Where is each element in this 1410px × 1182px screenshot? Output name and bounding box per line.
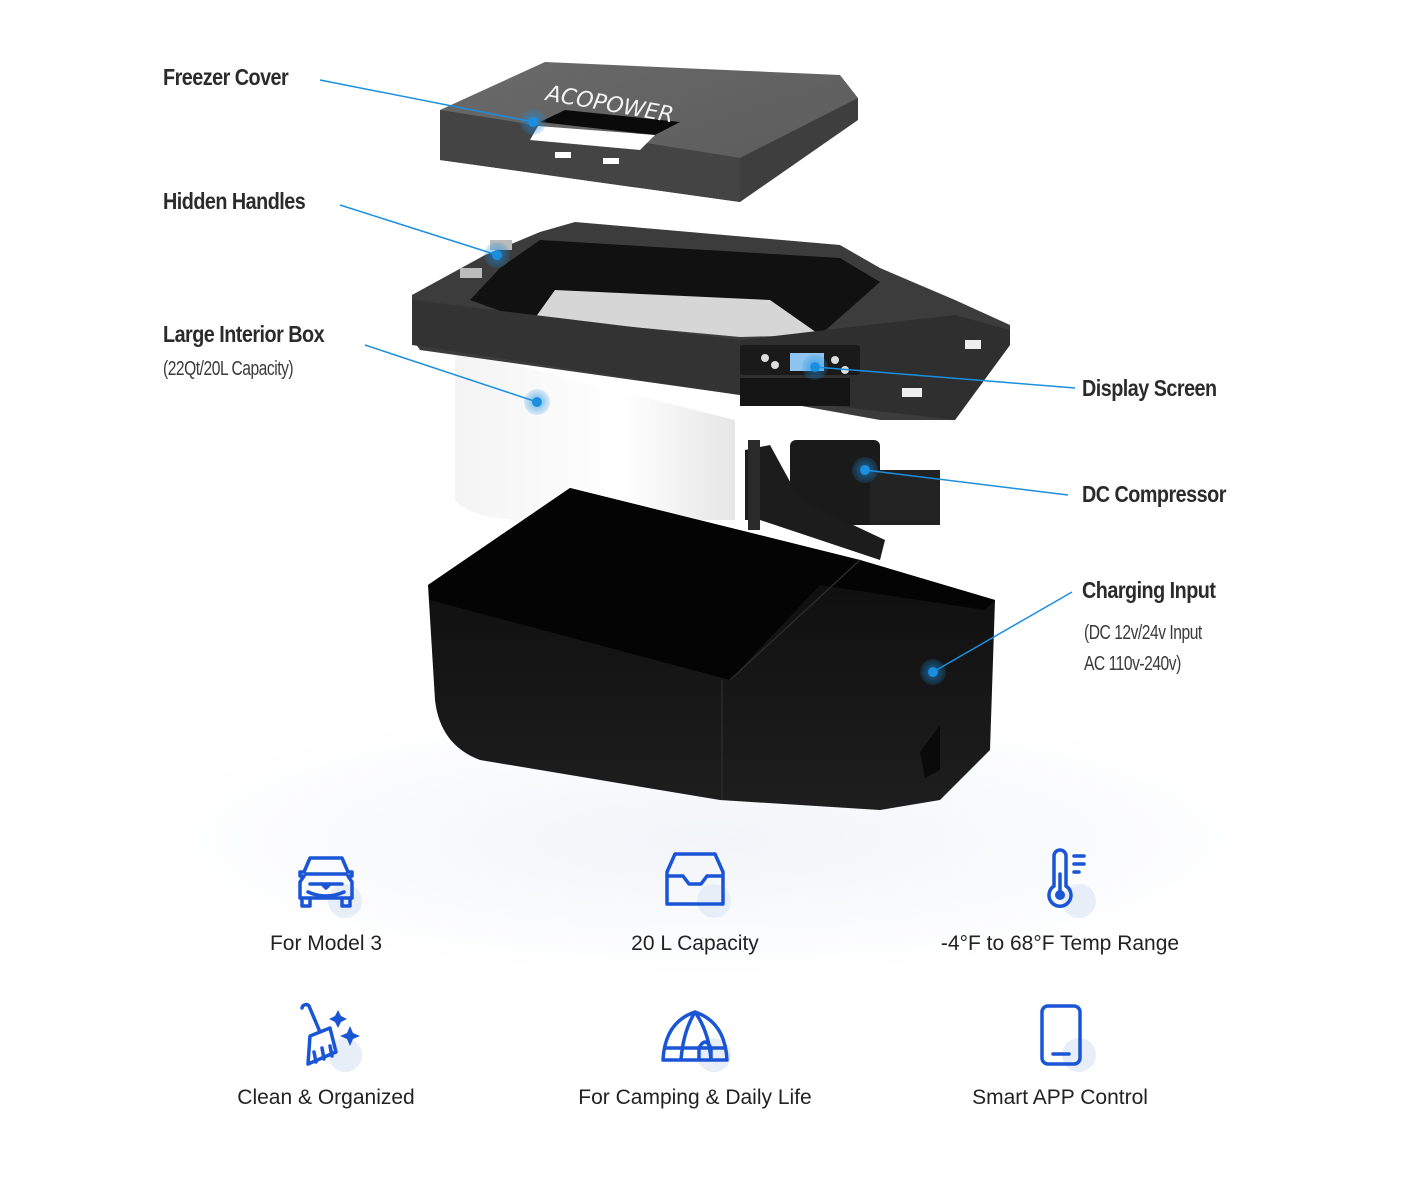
callout-dc-compressor: DC Compressor [1082, 481, 1226, 507]
thermometer-icon [1047, 848, 1086, 908]
feature-label: For Model 3 [269, 932, 383, 955]
tent-icon [661, 1010, 729, 1062]
feature-clean-organized: Clean & Organized [176, 1002, 476, 1110]
feature-smart-app: Smart APP Control [910, 1002, 1210, 1110]
feature-label: Smart APP Control [972, 1086, 1148, 1109]
tray-icon [665, 852, 725, 906]
outer-bin [428, 488, 995, 810]
freezer-cover-lid: ACOPOWER [440, 62, 858, 202]
callout-charging-input-dc: (DC 12v/24v Input [1084, 622, 1202, 644]
callout-lines [319, 79, 1076, 673]
callout-display-screen: Display Screen [1082, 375, 1217, 401]
callout-large-interior-box-capacity: (22Qt/20L Capacity) [163, 358, 294, 380]
callout-charging-input: Charging Input [1082, 577, 1216, 603]
feature-label: 20 L Capacity [631, 932, 759, 955]
feature-label: -4°F to 68°F Temp Range [940, 932, 1180, 955]
feature-temp-range: -4°F to 68°F Temp Range [910, 848, 1210, 956]
broom-sparkle-icon [300, 1002, 360, 1066]
feature-model-3: For Model 3 [176, 848, 476, 956]
smartphone-icon [1040, 1004, 1082, 1066]
callout-hidden-handles: Hidden Handles [163, 188, 306, 214]
callout-large-interior-box: Large Interior Box [163, 321, 325, 347]
feature-capacity: 20 L Capacity [545, 848, 845, 956]
feature-camping: For Camping & Daily Life [545, 1002, 845, 1110]
callout-charging-input-ac: AC 110v-240v) [1084, 653, 1181, 675]
car-icon [298, 856, 354, 908]
fridge-exploded-view: ACOPOWER [319, 62, 1076, 810]
feature-label: Clean & Organized [237, 1086, 415, 1109]
callout-freezer-cover: Freezer Cover [163, 64, 289, 90]
feature-label: For Camping & Daily Life [578, 1086, 812, 1109]
callout-dots [484, 109, 946, 685]
